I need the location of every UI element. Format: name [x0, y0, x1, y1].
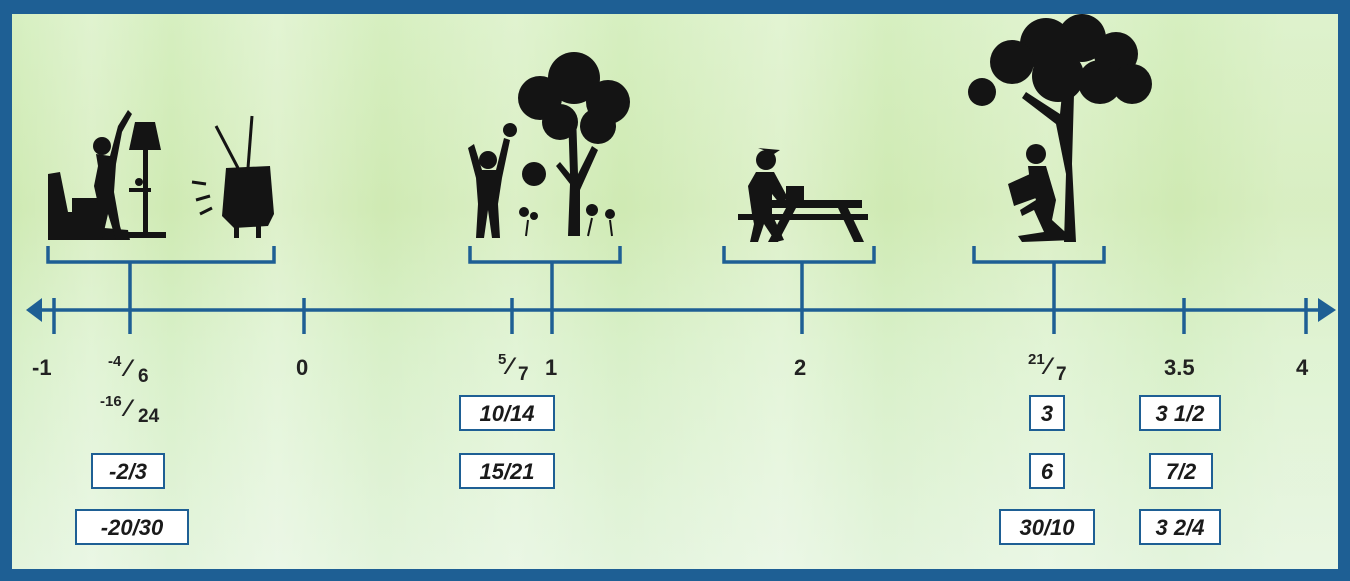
svg-text:⁄: ⁄	[121, 355, 135, 382]
svg-text:7/2: 7/2	[1166, 459, 1197, 484]
boy-picking-fruit-icon	[468, 52, 630, 238]
svg-text:10/14: 10/14	[479, 401, 534, 426]
answer-box-neg20-30: -20/30	[75, 509, 189, 545]
svg-text:-16: -16	[100, 393, 122, 410]
tick-label-1: 1	[545, 355, 557, 380]
bracket-living-room	[46, 246, 276, 334]
bracket-picnic	[722, 246, 876, 334]
svg-text:6: 6	[1041, 459, 1054, 484]
answer-box-neg2-3: -2/3	[91, 453, 165, 489]
tick-label-4: 4	[1296, 355, 1309, 380]
svg-text:3 1/2: 3 1/2	[1156, 401, 1206, 426]
svg-text:-4: -4	[108, 353, 122, 370]
answer-box-15-21: 15/21	[459, 453, 555, 489]
svg-text:⁄: ⁄	[121, 395, 135, 422]
fraction-21-7: 21 ⁄ 7	[1028, 351, 1067, 385]
picnic-table-icon	[738, 148, 868, 242]
fraction-neg4-6: -4 ⁄ 6	[108, 353, 149, 387]
answer-box-6: 6	[1029, 453, 1065, 489]
svg-text:30/10: 30/10	[1019, 515, 1075, 540]
answer-box-3-2-4: 3 2/4	[1139, 509, 1221, 545]
bracket-outdoors	[468, 246, 622, 334]
tv-icon	[191, 115, 274, 238]
living-room-icon	[48, 110, 166, 240]
right-arrow-icon	[1318, 298, 1336, 322]
svg-text:-20/30: -20/30	[101, 515, 164, 540]
svg-text:3 2/4: 3 2/4	[1156, 515, 1205, 540]
answer-box-3-1-2: 3 1/2	[1139, 395, 1221, 431]
number-line	[26, 298, 1336, 334]
svg-text:21: 21	[1028, 351, 1045, 368]
tick-label-3-5: 3.5	[1164, 355, 1195, 380]
tick-label-neg1: -1	[32, 355, 52, 380]
svg-text:-2/3: -2/3	[109, 459, 147, 484]
answer-box-30-10: 30/10	[999, 509, 1095, 545]
svg-text:6: 6	[138, 366, 149, 387]
svg-text:24: 24	[138, 406, 160, 427]
answer-box-7-2: 7/2	[1149, 453, 1213, 489]
answer-box-10-14: 10/14	[459, 395, 555, 431]
tick-label-2: 2	[794, 355, 806, 380]
svg-text:7: 7	[518, 364, 529, 385]
girl-reading-under-tree-icon	[968, 14, 1152, 242]
svg-text:3: 3	[1041, 401, 1053, 426]
fraction-neg16-24: -16 ⁄ 24	[100, 393, 160, 427]
number-line-diagram: -1 0 1 2 3.5 4 -4 ⁄ 6 -16 ⁄ 24 5 ⁄ 7 21 …	[26, 14, 1336, 545]
svg-text:15/21: 15/21	[479, 459, 534, 484]
fraction-5-7: 5 ⁄ 7	[498, 351, 529, 385]
bracket-reading	[972, 246, 1106, 334]
answer-box-3: 3	[1029, 395, 1065, 431]
svg-text:7: 7	[1056, 364, 1067, 385]
tick-label-0: 0	[296, 355, 308, 380]
left-arrow-icon	[26, 298, 42, 322]
svg-text:5: 5	[498, 351, 506, 368]
